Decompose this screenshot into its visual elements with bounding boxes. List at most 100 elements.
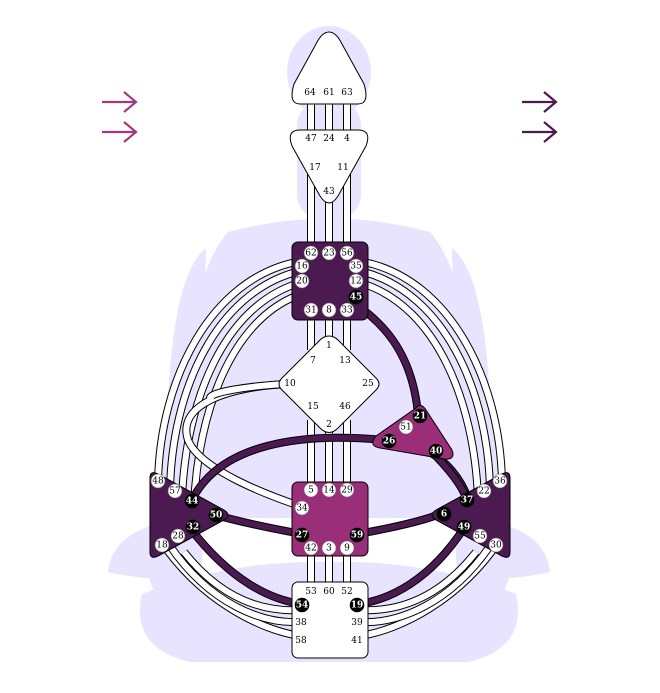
gate-13: 13: [339, 356, 351, 366]
gate-44: 44: [186, 497, 199, 507]
gate-42-circle: [303, 540, 319, 556]
gate-59-circle: [349, 527, 365, 543]
gate-51: 51: [400, 423, 411, 433]
gate-64: 64: [304, 88, 316, 98]
gate-18: 18: [156, 541, 168, 551]
gate-17: 17: [309, 163, 321, 173]
channel-throat-spleen: [179, 281, 297, 499]
gate-53: 53: [305, 587, 317, 597]
channel-10-57: [207, 381, 287, 400]
gate-33: 33: [341, 306, 353, 316]
gate-28-circle: [170, 528, 186, 544]
gate-29-circle: [339, 482, 355, 498]
gate-56-circle: [339, 245, 355, 261]
gate-62-circle: [303, 245, 319, 261]
gate-5-circle: [303, 482, 319, 498]
gate-8-circle: [321, 302, 337, 318]
gate-26-circle: [381, 433, 397, 449]
gate-31-circle: [303, 302, 319, 318]
gate-19-circle: [349, 597, 365, 613]
gate-57-circle: [167, 483, 183, 499]
gate-14-circle: [321, 482, 337, 498]
gate-16: 16: [296, 262, 308, 272]
gate-7: 7: [310, 356, 316, 366]
gate-21: 21: [414, 412, 427, 422]
gate-63: 63: [341, 88, 353, 98]
gate-32: 32: [187, 523, 200, 533]
channel-spleen-root: [157, 538, 301, 639]
gate-20: 20: [296, 277, 308, 287]
gate-50: 50: [210, 511, 223, 521]
channel-throat-spleen: [155, 259, 297, 483]
gate-33-circle: [339, 302, 355, 318]
gate-27-circle: [294, 527, 310, 543]
gate-38: 38: [295, 618, 307, 628]
gate-6: 6: [441, 510, 447, 520]
gate-55-circle: [472, 528, 488, 544]
gate-36-circle: [492, 473, 508, 489]
channel-solar-plexus-root: [359, 550, 479, 614]
gate-46: 46: [339, 402, 351, 412]
gate-52: 52: [341, 587, 352, 597]
gate-6-circle: [436, 506, 452, 522]
throat-center: [291, 241, 369, 321]
gate-11: 11: [337, 163, 348, 173]
gate-32-circle: [185, 519, 201, 535]
channel-26-44: [189, 434, 385, 502]
channel-throat-solar-plexus: [363, 281, 481, 499]
channel-throat-solar-plexus: [363, 269, 493, 491]
gate-34: 34: [296, 504, 308, 514]
gate-58: 58: [295, 636, 307, 646]
gate-22-circle: [476, 483, 492, 499]
gate-14: 14: [323, 486, 335, 496]
root-center: [291, 581, 369, 659]
gate-61: 61: [323, 88, 334, 98]
gate-34-circle: [294, 500, 310, 516]
gate-39: 39: [351, 618, 363, 628]
gate-47: 47: [305, 134, 317, 144]
gate-27: 27: [296, 531, 309, 541]
gate-41: 41: [351, 636, 362, 646]
gate-22: 22: [478, 487, 489, 497]
gate-20-circle: [294, 273, 310, 289]
gate-51-circle: [398, 419, 414, 435]
channel-19-49: [357, 526, 467, 607]
gate-48-circle: [150, 473, 166, 489]
gate-43: 43: [323, 187, 335, 197]
gate-12: 12: [350, 277, 361, 287]
gate-16-circle: [294, 258, 310, 274]
gate-25: 25: [362, 379, 374, 389]
gate-40: 40: [430, 447, 443, 457]
gate-23-circle: [321, 245, 337, 261]
gate-62: 62: [305, 249, 316, 259]
gate-19: 19: [351, 601, 364, 611]
right-arrow-icon: [102, 91, 138, 113]
gate-26: 26: [383, 437, 396, 447]
channel-spleen-root: [167, 544, 301, 626]
channel-solar-plexus-root: [359, 538, 503, 639]
gate-30-circle: [488, 537, 504, 553]
gate-35-circle: [348, 258, 364, 274]
gate-30: 30: [490, 541, 502, 551]
gate-44-circle: [184, 493, 200, 509]
arrows: [102, 91, 558, 143]
right-arrow-icon: [522, 91, 558, 113]
gate-60: 60: [323, 587, 335, 597]
channel-32-54: [187, 526, 303, 607]
channel-spleen-root: [181, 550, 301, 614]
gate-42: 42: [305, 544, 316, 554]
gate-37-circle: [459, 492, 475, 508]
gate-9: 9: [344, 544, 350, 554]
right-arrow-icon: [522, 121, 558, 143]
gate-8: 8: [326, 306, 332, 316]
gate-54: 54: [296, 601, 309, 611]
gate-36: 36: [494, 477, 506, 487]
gate-1: 1: [326, 341, 332, 351]
gate-49: 49: [458, 523, 471, 533]
gate-56: 56: [341, 249, 353, 259]
g-center: [278, 335, 380, 433]
gate-45: 45: [350, 293, 363, 303]
gate-23: 23: [323, 249, 335, 259]
